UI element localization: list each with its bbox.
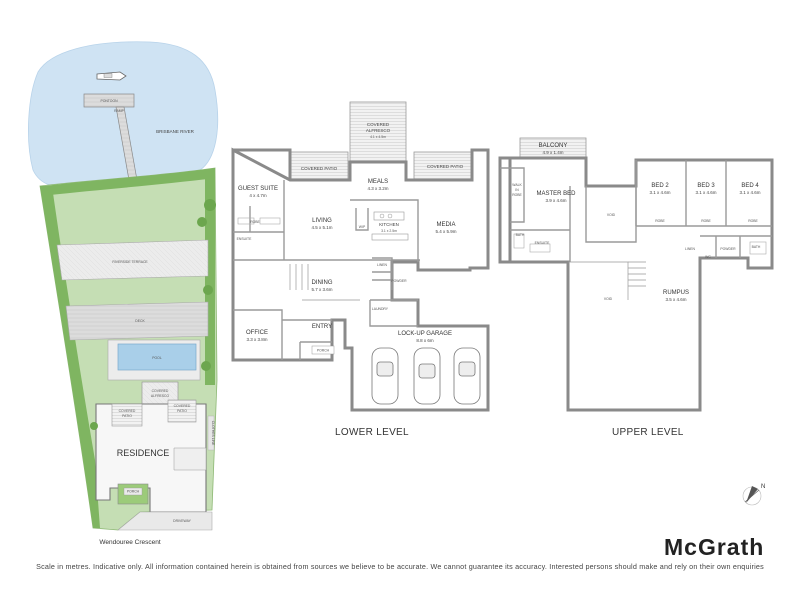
site-patio-left-label-2: PATIO	[122, 414, 132, 418]
site-alfresco-label-2: ALFRESCO	[151, 394, 170, 398]
office-dims: 3.3 x 3.8m	[246, 337, 267, 342]
bed3-dims: 3.1 x 4.6m	[695, 190, 716, 195]
living-label: LIVING	[312, 218, 332, 224]
garage-dims: 8.8 x 6m	[416, 338, 434, 343]
upper-linen-label: LINEN	[685, 247, 696, 251]
lower-level-title: LOWER LEVEL	[335, 427, 409, 438]
deck	[65, 301, 209, 341]
riverside-terrace	[56, 239, 209, 281]
kitchen-dims: 3.1 x 2.5m	[381, 229, 397, 233]
upper-bath-label-1: BATH	[516, 233, 525, 237]
office-label: OFFICE	[246, 330, 268, 336]
master-bed-label: MASTER BED	[536, 191, 576, 197]
kitchen-label: KITCHEN	[379, 222, 399, 227]
street-label: Wendouree Crescent	[99, 539, 160, 546]
bed3-label: BED 3	[697, 183, 715, 189]
dining-label: DINING	[312, 280, 333, 286]
bed2-label: BED 2	[651, 183, 669, 189]
balcony-dims: 4.9 x 1.4m	[542, 150, 563, 155]
garden-bed-left	[40, 186, 100, 528]
upper-powder-label: POWDER	[720, 247, 736, 251]
pool-label: POOL	[152, 356, 162, 360]
lower-covered-alfresco	[349, 101, 407, 163]
master-bed-dims: 3.9 x 4.6m	[545, 198, 566, 203]
upper-level-plan: BALCONY 4.9 x 1.4m WALK IN ROBE MASTER B…	[498, 137, 774, 412]
walk-in-robe-label-1: WALK	[512, 183, 522, 187]
dining-dims: 5.7 x 3.6m	[311, 287, 332, 292]
bed4-robe-label: ROBE	[748, 219, 758, 223]
north-label: N	[761, 484, 765, 490]
site-alfresco-label-1: COVERED	[152, 389, 169, 393]
site-porch-label: PORCH	[127, 490, 140, 494]
lower-porch-label: PORCH	[317, 349, 330, 353]
north-arrow-icon: N	[742, 484, 765, 506]
bed3-robe-label: ROBE	[701, 219, 711, 223]
driveway-label: DRIVEWAY	[173, 519, 191, 523]
site-plan: PONTOON RAMP BRISBANE RIVER RIVERSIDE TE…	[28, 41, 219, 531]
bed2-dims: 3.1 x 4.6m	[649, 190, 670, 195]
lower-covered-patio-1-label: COVERED PATIO	[301, 166, 338, 171]
bed4-label: BED 4	[741, 183, 759, 189]
ramp-label: RAMP	[114, 109, 125, 113]
site-patio-left-label-1: COVERED	[119, 409, 136, 413]
lower-alfresco-dims: 4.1 x 4.5m	[370, 135, 386, 139]
lower-powder-label: POWDER	[391, 279, 407, 283]
upper-ensuite-label: ENSUITE	[535, 241, 550, 245]
pontoon-label: PONTOON	[100, 99, 118, 103]
car-icons	[371, 347, 481, 405]
garage-label: LOCK-UP GARAGE	[398, 331, 452, 337]
river-label: BRISBANE RIVER	[156, 129, 195, 134]
laundry-label: LAUNDRY	[372, 307, 389, 311]
upper-level-title: UPPER LEVEL	[612, 427, 684, 438]
lower-covered-patio-2-label: COVERED PATIO	[427, 164, 464, 169]
wip-label: WIP	[359, 225, 366, 229]
disclaimer-text: Scale in metres. Indicative only. All in…	[36, 562, 764, 571]
walk-in-robe-label-3: ROBE	[512, 193, 522, 197]
lower-alfresco-label-1: COVERED	[367, 122, 390, 127]
entry-label: ENTRY	[312, 324, 332, 330]
guest-suite-dims: 4 x 4.7m	[249, 193, 267, 198]
brand-logo: McGrath	[664, 534, 765, 560]
lower-robe-label: ROBE	[250, 220, 260, 224]
site-patio-right-label-1: COVERED	[174, 404, 191, 408]
site-patio-right-label-2: PATIO	[177, 409, 187, 413]
media-dims: 5.4 x 5.9m	[435, 229, 456, 234]
lower-alfresco-label-2: ALFRESCO	[366, 128, 391, 133]
media-label: MEDIA	[436, 222, 455, 228]
lower-ensuite-label: ENSUITE	[237, 237, 252, 241]
site-patio-right	[167, 399, 197, 423]
driveway	[117, 511, 213, 531]
upper-void-2-label: VOID	[604, 297, 613, 301]
bed4-dims: 3.1 x 4.6m	[739, 190, 760, 195]
deck-label: DECK	[135, 319, 145, 323]
bed2-robe-label: ROBE	[655, 219, 665, 223]
upper-wc-label: WC	[705, 255, 711, 259]
meals-dims: 4.3 x 3.2m	[367, 186, 388, 191]
garden-bed-top	[45, 168, 215, 195]
pontoon	[83, 93, 135, 108]
rumpus-dims: 3.5 x 4.6m	[665, 297, 686, 302]
rumpus-label: RUMPUS	[663, 290, 689, 296]
living-dims: 4.5 x 5.1m	[311, 225, 332, 230]
clothesline-label: CLOTHES LINE	[211, 421, 215, 446]
residence-label: RESIDENCE	[117, 448, 170, 458]
meals-label: MEALS	[368, 179, 388, 185]
site-patio-left	[111, 403, 143, 427]
guest-suite-label: GUEST SUITE	[238, 186, 278, 192]
balcony-label: BALCONY	[539, 143, 568, 149]
pool	[117, 343, 197, 371]
lower-linen-label: LINEN	[377, 263, 388, 267]
walk-in-robe-label-2: IN	[515, 188, 519, 192]
riverside-terrace-label: RIVERSIDE TERRACE	[112, 260, 148, 264]
lower-level-plan: COVERED ALFRESCO 4.1 x 4.5m COVERED PATI…	[231, 101, 490, 412]
upper-void-1-label: VOID	[607, 213, 616, 217]
upper-bath-label-2: BATH	[752, 245, 761, 249]
